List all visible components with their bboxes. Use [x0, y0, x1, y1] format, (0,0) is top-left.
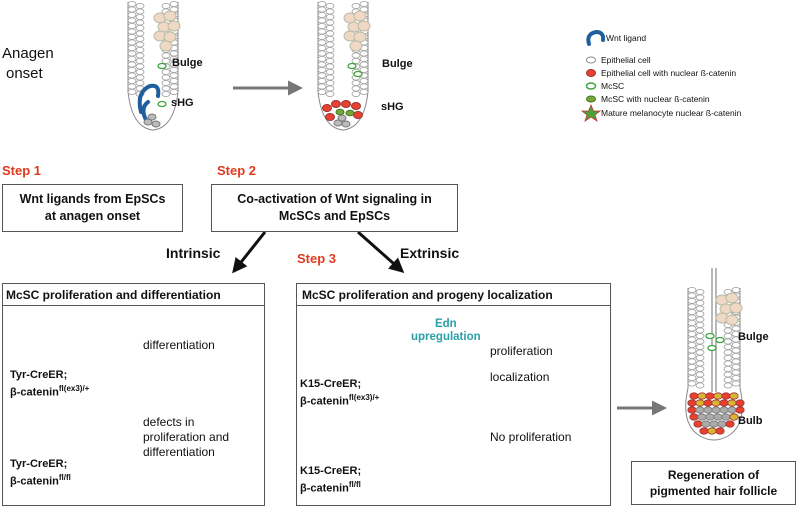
mcsc-cell	[157, 62, 167, 70]
genotype-gene: β-catenin	[300, 395, 349, 408]
bulge-label-3: Bulge	[738, 331, 769, 343]
right-panel-body	[296, 306, 611, 506]
genotype-allele: fl(ex3)/+	[348, 393, 380, 402]
shg-label-1: sHG	[171, 97, 194, 109]
hair-follicle-regenerated	[685, 268, 745, 441]
regeneration-line1: Regeneration of	[667, 468, 760, 482]
intrinsic-arrow	[232, 231, 267, 274]
left-panel-body	[2, 306, 265, 506]
k15-mouse-2-genotype: K15-CreER; β-cateninfl/fl	[300, 464, 361, 496]
step-1-label: Step 1	[2, 163, 42, 178]
legend-mcsc: McSC	[601, 81, 625, 91]
genotype-line1: Tyr-CreER;	[10, 458, 68, 470]
epithelial-cell-icon	[586, 56, 596, 64]
step-3-label: Step 3	[297, 251, 337, 266]
genotype-gene: β-catenin	[10, 475, 59, 488]
legend-wnt-ligand: Wnt ligand	[606, 33, 647, 43]
mcsc-nuclear-catenin-icon	[586, 95, 596, 103]
bulge-cluster	[715, 292, 743, 326]
box2-line1: Co-activation of Wnt signaling in	[237, 192, 432, 206]
no-proliferation-outcome: No proliferation	[490, 430, 572, 444]
nuclear-catenin-cell-icon	[586, 69, 596, 77]
localization-line: localization	[490, 370, 550, 384]
anagen-onset-label: Anagen onset	[2, 44, 54, 84]
wnt-ligand-icon	[141, 100, 150, 122]
tyr-mouse-2-genotype: Tyr-CreER; β-cateninfl/fl	[10, 457, 71, 489]
mature-melanocyte-icon	[580, 103, 602, 122]
genotype-line1: K15-CreER;	[300, 465, 362, 477]
anagen-label-line: Anagen	[2, 45, 54, 62]
proliferation-line: proliferation	[490, 344, 553, 358]
mcsc-icon	[585, 82, 597, 90]
edn-line1: Edn	[434, 318, 457, 330]
left-panel-title: McSC proliferation and differentiation	[6, 288, 221, 302]
right-panel-title: McSC proliferation and progeny localizat…	[302, 288, 553, 302]
k15-mouse-1-genotype: K15-CreER; β-cateninfl(ex3)/+	[300, 377, 379, 409]
defects-line2: proliferation and	[143, 430, 230, 444]
coactivation-box: Co-activation of Wnt signaling in McSCs …	[211, 184, 458, 232]
defects-outcome: defects in proliferation and differentia…	[143, 415, 229, 460]
right-panel-title-box: McSC proliferation and progeny localizat…	[296, 283, 611, 306]
genotype-allele: fl(ex3)/+	[58, 384, 90, 393]
bulge-label-2: Bulge	[382, 58, 413, 70]
extrinsic-arrow	[357, 230, 405, 273]
hair-follicle-1	[127, 1, 181, 131]
legend-epithelial-catenin: Epithelial cell with nuclear ß-catenin	[601, 68, 737, 78]
legend-icons	[580, 29, 606, 122]
bulge-cluster	[343, 10, 371, 52]
wnt-ligands-box: Wnt ligands from EpSCs at anagen onset	[2, 184, 183, 232]
legend-mcsc-catenin: McSC with nuclear ß-catenin	[601, 94, 710, 104]
step-2-label: Step 2	[217, 163, 257, 178]
proliferation-localization-outcome: proliferation localization	[490, 338, 553, 390]
tyr-mouse-1-genotype: Tyr-CreER; β-cateninfl(ex3)/+	[10, 368, 89, 400]
edn-line2: upregulation	[411, 331, 481, 343]
epithelial-cells	[687, 286, 741, 389]
regeneration-box: Regeneration of pigmented hair follicle	[631, 461, 796, 505]
legend-epithelial-cell: Epithelial cell	[601, 55, 651, 65]
regeneration-line2: pigmented hair follicle	[649, 484, 778, 498]
genotype-line1: K15-CreER;	[300, 378, 362, 390]
wnt-ligand-icon	[586, 29, 606, 46]
defects-line3: differentiation	[143, 445, 215, 459]
box2-line2: McSCs and EpSCs	[278, 209, 391, 223]
left-panel-title-box: McSC proliferation and differentiation	[2, 283, 265, 306]
genotype-allele: fl/fl	[58, 473, 71, 482]
defects-line1: defects in	[143, 415, 195, 429]
bulge-cluster	[153, 10, 181, 52]
box1-line2: at anagen onset	[44, 209, 141, 223]
genotype-line1: Tyr-CreER;	[10, 369, 68, 381]
hair-follicle-2	[317, 1, 371, 131]
genotype-gene: β-catenin	[10, 386, 59, 399]
onset-label-line: onset	[6, 65, 43, 82]
genotype-gene: β-catenin	[300, 482, 349, 495]
shg-label-2: sHG	[381, 101, 404, 113]
wnt-ligand-icon	[137, 83, 161, 114]
bulge-label-1: Bulge	[172, 57, 203, 69]
bulb-cells	[687, 392, 745, 435]
genotype-allele: fl/fl	[348, 480, 361, 489]
edn-upregulation-label: Edn upregulation	[411, 318, 481, 344]
legend-mature-melanocyte: Mature melanocyte nuclear ß-catenin	[601, 108, 742, 118]
mcsc-cell	[157, 100, 167, 108]
extrinsic-label: Extrinsic	[400, 245, 460, 261]
intrinsic-label: Intrinsic	[166, 245, 221, 261]
differentiation-outcome: differentiation	[143, 338, 215, 352]
box1-line1: Wnt ligands from EpSCs	[19, 192, 166, 206]
shg-activated-cells	[322, 100, 363, 128]
bulb-label: Bulb	[738, 415, 763, 427]
